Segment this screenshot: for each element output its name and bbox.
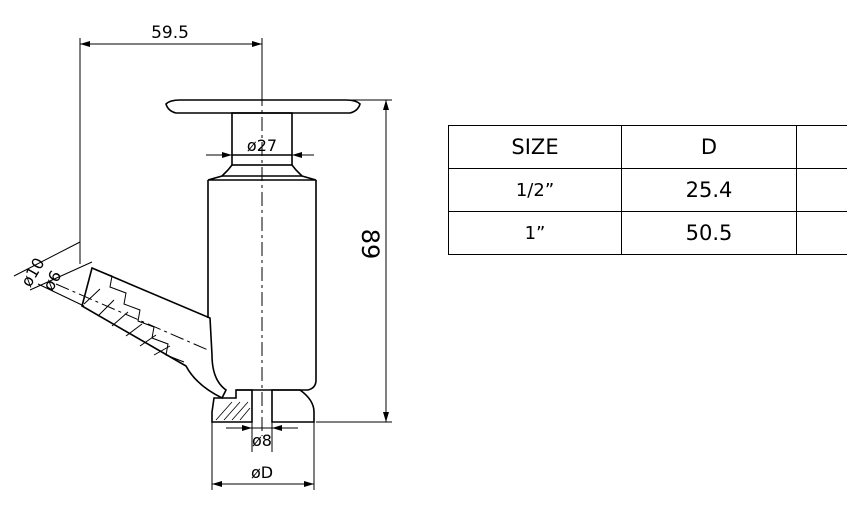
dim-width-label: 59.5	[151, 23, 189, 43]
body	[207, 180, 317, 391]
header-d: D	[621, 125, 797, 169]
header-size: SIZE	[448, 125, 622, 169]
dim-bore-label: ø8	[252, 431, 272, 450]
cell-d: 50.5	[621, 211, 797, 255]
size-table: SIZE D 1/2” 25.4 1” 50.5	[448, 125, 847, 255]
table-row: 1/2” 25.4	[448, 168, 847, 212]
bottom-flange	[211, 389, 315, 423]
hose-barb	[81, 266, 228, 400]
dim-stem-label: ø27	[247, 136, 277, 155]
dim-width: 59.5	[79, 23, 263, 264]
dim-height: 89	[316, 99, 392, 423]
dim-flange: øD	[211, 422, 315, 490]
dim-stem: ø27	[206, 136, 314, 158]
table-row: 1” 50.5	[448, 211, 847, 255]
handle-disc	[165, 99, 361, 114]
dim-flange-label: øD	[251, 463, 273, 482]
table-header-row: SIZE D	[448, 125, 847, 169]
dim-bore: ø8	[226, 422, 298, 452]
dim-height-label: 89	[356, 229, 384, 260]
cell-d: 25.4	[621, 168, 797, 212]
cell-size: 1”	[448, 211, 622, 255]
cell-size: 1/2”	[448, 168, 622, 212]
